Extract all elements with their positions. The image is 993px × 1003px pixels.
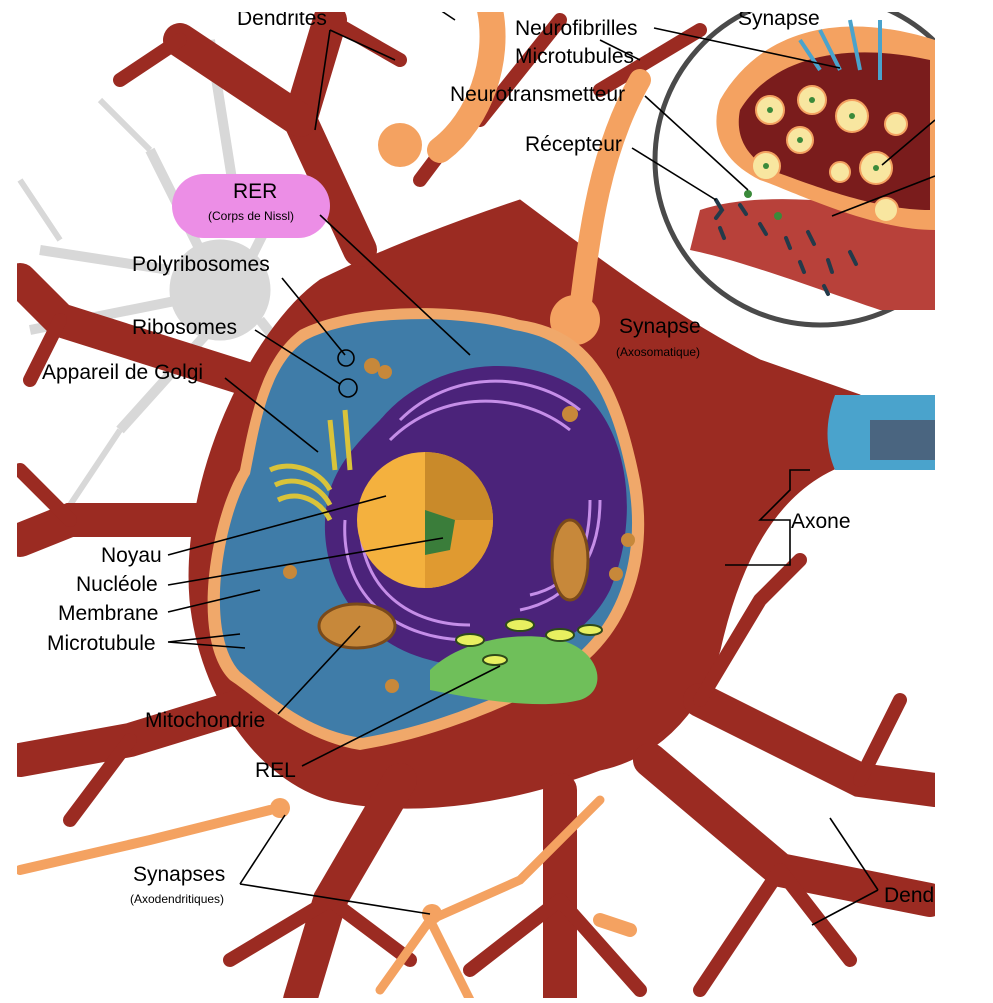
label-polyribosomes: Polyribosomes [132, 253, 270, 276]
label-synapse-axo: Synapse [619, 315, 701, 338]
label-golgi: Appareil de Golgi [42, 361, 203, 384]
granules [283, 358, 635, 693]
label-synapses-sub: (Axodendritiques) [130, 892, 224, 906]
label-neurotransmetteur: Neurotransmetteur [450, 83, 625, 106]
frame-bottom [0, 998, 993, 1003]
label-rer-sub: (Corps de Nissl) [208, 209, 294, 223]
rer-body [172, 174, 330, 238]
label-microtubule: Microtubule [47, 632, 156, 655]
axone-bracket [725, 469, 810, 566]
synapse-inset [652, 0, 988, 328]
axon-sheath [827, 395, 935, 470]
label-microtubules: Microtubules [515, 45, 634, 68]
axon-terminals [15, 0, 651, 1003]
label-synapses: Synapses [133, 863, 225, 886]
smooth-er [430, 618, 603, 705]
golgi [268, 409, 353, 522]
label-neurofibrilles: Neurofibrilles [515, 17, 638, 40]
label-nucleole: Nucléole [76, 573, 158, 596]
nucleus [357, 452, 493, 588]
label-dendrites-bottom: Dend [884, 884, 934, 907]
frame-left [0, 0, 17, 1003]
label-synapse-inset: Synapse [738, 7, 820, 30]
label-dendrites-top: Dendrites [237, 7, 327, 30]
label-recepteur: Récepteur [525, 133, 622, 156]
frame-right [935, 0, 993, 1003]
label-mitochondrie: Mitochondrie [145, 709, 265, 732]
label-noyau: Noyau [101, 544, 162, 567]
label-rel: REL [255, 759, 296, 782]
mitochondria [317, 518, 590, 650]
label-membrane: Membrane [58, 602, 158, 625]
labels: Dendrites RER (Corps de Nissl) Polyribos… [42, 7, 934, 907]
label-rer: RER [233, 180, 277, 203]
label-synapse-axo-sub: (Axosomatique) [616, 345, 700, 359]
label-axone: Axone [791, 510, 851, 533]
leader-lines [167, 9, 936, 926]
frame-top [0, 0, 993, 12]
label-ribosomes: Ribosomes [132, 316, 237, 339]
